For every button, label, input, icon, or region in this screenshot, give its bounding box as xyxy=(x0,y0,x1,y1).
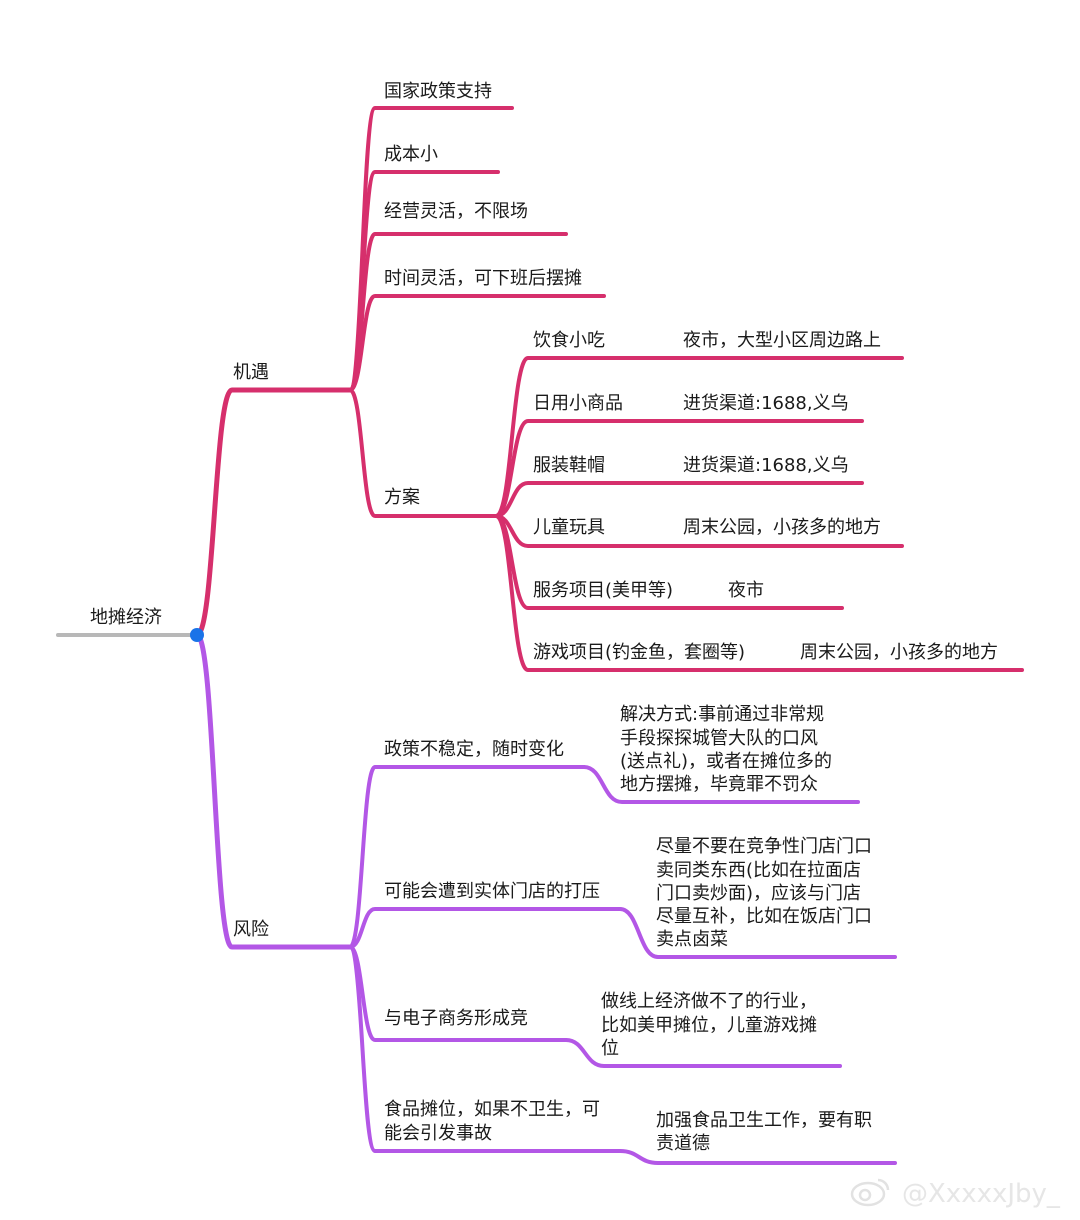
risk-item-note-2-line-4: 尽量互补，比如在饭店门口 xyxy=(656,906,872,927)
edge-risk-item-2 xyxy=(348,907,622,949)
risk-item-note-2-line-3: 门口卖炒面)，应该与门店 xyxy=(656,883,861,904)
risk-label[interactable]: 风险 xyxy=(233,919,269,940)
edge-opportunity xyxy=(194,387,353,638)
opportunity-item-3[interactable]: 经营灵活，不限场 xyxy=(384,201,528,222)
risk-item-name-2[interactable]: 可能会遭到实体门店的打压 xyxy=(384,881,600,902)
plan-item-detail-6[interactable]: 周末公园，小孩多的地方 xyxy=(800,642,998,663)
edge-risk-note-3 xyxy=(564,1038,842,1068)
risk-item-note-4-line-1: 加强食品卫生工作，要有职 xyxy=(656,1110,872,1131)
risk-item-note-3-line-2: 比如美甲摊位，儿童游戏摊 xyxy=(601,1015,817,1036)
risk-item-note-3-line-1: 做线上经济做不了的行业， xyxy=(601,991,817,1012)
risk-item-note-2-line-1: 尽量不要在竞争性门店门口 xyxy=(656,836,872,857)
edge-opportunity-item-4 xyxy=(348,294,606,392)
risk-item-note-1-line-2: 手段探探城管大队的口风 xyxy=(620,728,818,749)
plan-item-detail-5[interactable]: 夜市 xyxy=(728,580,764,601)
edge-plan-item-6 xyxy=(494,514,1024,672)
plan-item-name-4[interactable]: 儿童玩具 xyxy=(533,517,605,538)
edge-risk-item-1 xyxy=(348,765,586,949)
risk-item-note-1-line-4: 地方摆摊，毕竟罪不罚众 xyxy=(620,774,818,795)
opportunity-item-2[interactable]: 成本小 xyxy=(384,144,438,165)
risk-item-name-4-line-1[interactable]: 食品摊位，如果不卫生，可 xyxy=(384,1099,600,1120)
risk-item-name-4-line-2[interactable]: 能会引发事故 xyxy=(384,1123,492,1144)
plan-item-detail-3[interactable]: 进货渠道:1688,义乌 xyxy=(683,455,849,476)
edge-opportunity-item-3 xyxy=(348,232,568,392)
mind-map-edges xyxy=(56,106,1024,1165)
edge-risk-note-1 xyxy=(582,765,860,804)
edge-risk-note-2 xyxy=(618,907,897,959)
plan-item-detail-4[interactable]: 周末公园，小孩多的地方 xyxy=(683,517,881,538)
edge-plan-item-3 xyxy=(494,481,864,518)
root-node-dot[interactable] xyxy=(190,628,204,642)
edge-plan-item-2 xyxy=(494,419,864,518)
edge-plan-item-1 xyxy=(494,356,904,518)
plan-item-name-6[interactable]: 游戏项目(钓金鱼，套圈等) xyxy=(533,642,745,663)
edge-risk-item-4 xyxy=(348,945,622,1153)
plan-item-detail-2[interactable]: 进货渠道:1688,义乌 xyxy=(683,393,849,414)
risk-item-note-1-line-3: (送点礼)，或者在摊位多的 xyxy=(620,751,832,772)
plan-label[interactable]: 方案 xyxy=(384,487,420,508)
risk-item-name-3[interactable]: 与电子商务形成竞 xyxy=(384,1008,528,1029)
edge-risk-note-4 xyxy=(618,1149,897,1165)
opportunity-item-1[interactable]: 国家政策支持 xyxy=(384,81,492,102)
risk-item-note-2-line-2: 卖同类东西(比如在拉面店 xyxy=(656,860,861,881)
plan-item-name-3[interactable]: 服装鞋帽 xyxy=(533,455,605,476)
watermark-text: @XxxxxJby_ xyxy=(902,1179,1061,1209)
opportunity-label[interactable]: 机遇 xyxy=(233,362,269,383)
edge-plan xyxy=(348,388,498,518)
plan-item-detail-1[interactable]: 夜市，大型小区周边路上 xyxy=(683,330,881,351)
root-label[interactable]: 地摊经济 xyxy=(90,607,162,628)
risk-item-name-1[interactable]: 政策不稳定，随时变化 xyxy=(384,739,564,760)
risk-item-note-1-line-1: 解决方式:事前通过非常规 xyxy=(620,704,824,725)
plan-item-name-1[interactable]: 饮食小吃 xyxy=(533,330,605,351)
opportunity-item-4[interactable]: 时间灵活，可下班后摆摊 xyxy=(384,268,582,289)
weibo-icon xyxy=(850,1178,890,1207)
risk-item-note-4-line-2: 责道德 xyxy=(656,1133,710,1154)
risk-item-note-3-line-3: 位 xyxy=(601,1038,619,1059)
risk-item-note-2-line-5: 卖点卤菜 xyxy=(656,929,728,950)
plan-item-name-2[interactable]: 日用小商品 xyxy=(533,393,623,414)
plan-item-name-5[interactable]: 服务项目(美甲等) xyxy=(533,580,673,601)
edge-risk xyxy=(194,632,353,950)
